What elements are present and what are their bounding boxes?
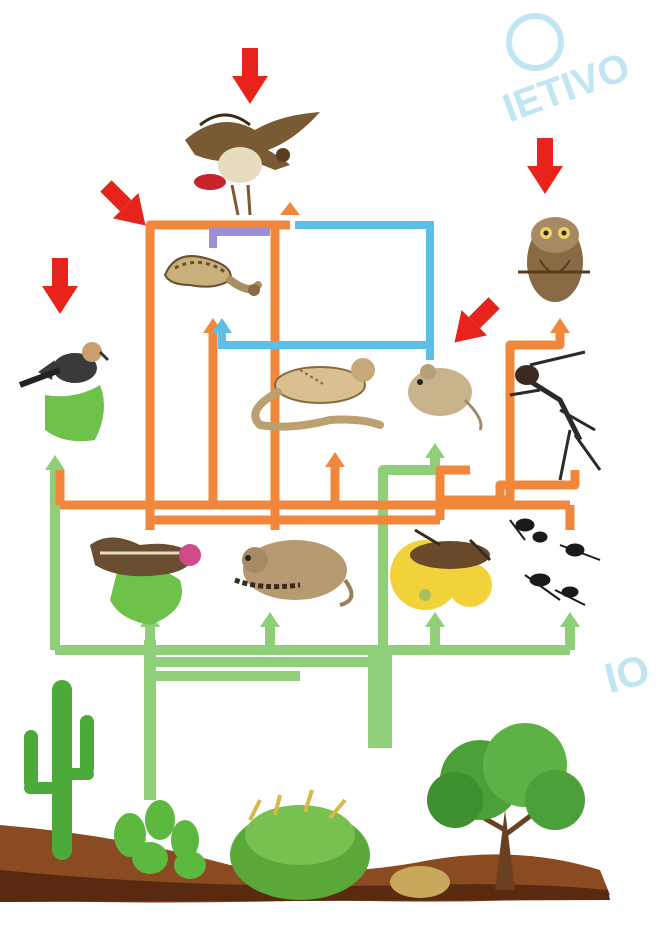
marker-arrows <box>42 48 563 355</box>
scorpion-illustration <box>510 352 600 480</box>
woodpecker-illustration <box>20 342 108 441</box>
kangaroo-rat-illustration <box>235 540 351 605</box>
small-bush-illustration <box>390 866 450 898</box>
watermark-text-bottom: IO <box>600 645 655 702</box>
hawk-illustration <box>185 112 320 215</box>
owl-illustration <box>518 217 590 302</box>
watermark-logo-top: IETIVO <box>497 16 635 131</box>
shrub-illustration <box>230 790 370 900</box>
marker-arrow-woodpecker <box>42 258 78 314</box>
ants-illustration <box>510 519 600 605</box>
insect-on-flower-illustration <box>390 530 492 610</box>
snake-flow-arrow <box>213 232 270 248</box>
marker-arrow-owl <box>527 138 563 194</box>
marker-arrow-hawk <box>232 48 268 104</box>
marker-arrow-mouse <box>442 290 507 355</box>
mouse-illustration <box>408 364 481 430</box>
snake-illustration <box>165 256 260 296</box>
ground-squirrel-illustration <box>90 538 201 626</box>
